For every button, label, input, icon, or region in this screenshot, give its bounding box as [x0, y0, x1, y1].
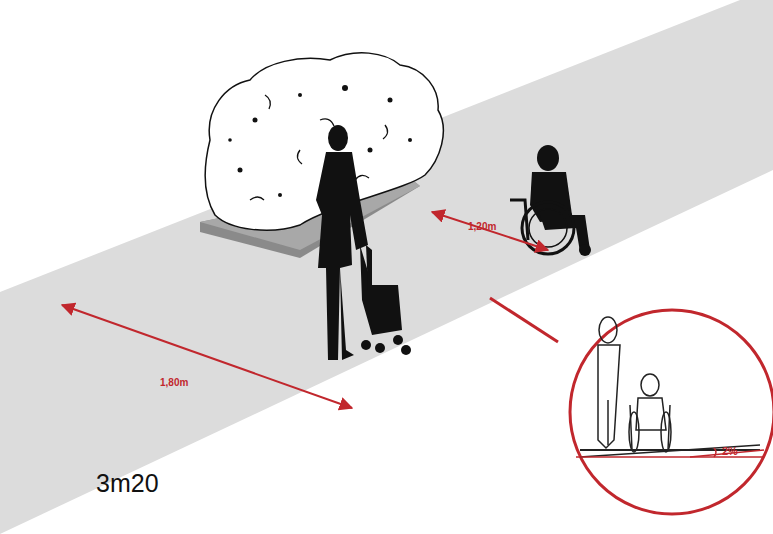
- wheelchair-user: [510, 145, 591, 256]
- dimension-note: 3m20: [96, 471, 159, 496]
- dimension-arrow: [432, 212, 548, 250]
- detail-circle: [570, 310, 773, 514]
- dimension-arrow: [62, 305, 352, 408]
- slope-label: 2%: [722, 446, 738, 457]
- bush-texture: [228, 85, 412, 197]
- cross-slope-sketch: [580, 317, 760, 457]
- leader-line: [490, 298, 558, 342]
- dimension-label: 1,80m: [160, 378, 188, 388]
- dimension-label: 1,20m: [468, 222, 496, 232]
- pedestrian-with-stroller: [316, 125, 411, 360]
